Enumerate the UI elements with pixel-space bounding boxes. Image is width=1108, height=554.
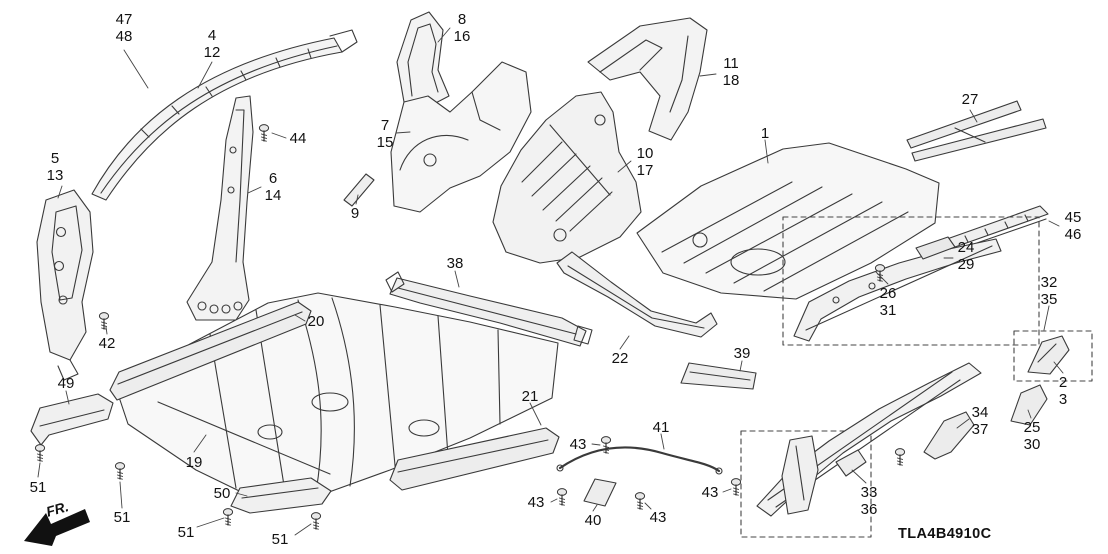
callout-38: 38 xyxy=(446,255,464,272)
part-floor-plate xyxy=(230,477,332,514)
dashed-box-group xyxy=(740,216,1093,538)
callout-39: 39 xyxy=(733,345,751,362)
callout-44: 44 xyxy=(289,130,307,147)
callout-22: 22 xyxy=(611,350,629,367)
part-rear-floor-panel xyxy=(636,142,940,300)
part-bracket-39 xyxy=(680,362,757,390)
callout-19: 19 xyxy=(185,454,203,471)
part-front-wheelhouse xyxy=(390,61,532,213)
callout-25-30: 25 30 xyxy=(1023,419,1041,453)
callout-49: 49 xyxy=(57,375,75,392)
callout-7-15: 7 15 xyxy=(376,117,394,151)
callout-42: 42 xyxy=(98,335,116,352)
callout-43-d: 43 xyxy=(701,484,719,501)
callout-51-b: 51 xyxy=(113,509,131,526)
callout-40: 40 xyxy=(584,512,602,529)
part-floor-panel xyxy=(117,292,559,503)
callout-51-d: 51 xyxy=(271,531,289,548)
part-code: TLA4B4910C xyxy=(898,526,992,542)
callout-51-a: 51 xyxy=(29,479,47,496)
leader-lines xyxy=(37,27,1064,536)
callout-20: 20 xyxy=(307,313,325,330)
part-rear-frame-upper-group xyxy=(793,236,1002,342)
callout-5-13: 5 13 xyxy=(46,150,64,184)
callout-27: 27 xyxy=(961,91,979,108)
part-rear-cross-bar xyxy=(906,100,1047,162)
callout-43-a: 43 xyxy=(569,436,587,453)
callout-51-c: 51 xyxy=(177,524,195,541)
callout-34-37: 34 37 xyxy=(971,404,989,438)
part-stiffener-9 xyxy=(343,173,375,207)
callout-1: 1 xyxy=(760,125,770,142)
callout-47-48: 47 48 xyxy=(115,11,133,45)
callout-9: 9 xyxy=(350,205,360,222)
part-side-sill-right xyxy=(389,427,560,491)
part-floor-cross-member xyxy=(385,271,593,347)
part-jack-bracket xyxy=(30,393,114,446)
callout-50: 50 xyxy=(213,485,231,502)
callout-4-12: 4 12 xyxy=(203,27,221,61)
part-bracket-2-3 xyxy=(1027,335,1070,375)
fr-arrow-icon xyxy=(24,509,90,546)
part-rear-pillar xyxy=(587,17,708,141)
part-rear-floor-cross-member xyxy=(556,251,718,338)
callout-33-36: 33 36 xyxy=(860,484,878,518)
part-center-pillar xyxy=(186,95,254,321)
part-roof-side-rail xyxy=(91,29,358,201)
callout-32-35: 32 35 xyxy=(1040,274,1058,308)
part-front-pillar-lower xyxy=(36,189,94,381)
callout-6-14: 6 14 xyxy=(264,170,282,204)
part-bracket-40 xyxy=(583,478,617,507)
part-rear-frame-lower-group xyxy=(756,362,1048,517)
callout-8-16: 8 16 xyxy=(453,11,471,45)
part-cowl-bracket xyxy=(396,11,450,109)
callout-11-18: 11 18 xyxy=(722,55,740,89)
callout-2-3: 2 3 xyxy=(1058,374,1068,408)
callout-26-31: 26 31 xyxy=(879,285,897,319)
callout-10-17: 10 17 xyxy=(636,145,654,179)
part-dashboard-lower xyxy=(492,91,642,264)
callout-24-29: 24 29 xyxy=(957,239,975,273)
callout-45-46: 45 46 xyxy=(1064,209,1082,243)
callout-43-b: 43 xyxy=(527,494,545,511)
callout-21: 21 xyxy=(521,388,539,405)
callout-41: 41 xyxy=(652,419,670,436)
part-side-sill-left xyxy=(109,301,312,401)
part-cable-41 xyxy=(556,446,723,475)
callout-43-c: 43 xyxy=(649,509,667,526)
